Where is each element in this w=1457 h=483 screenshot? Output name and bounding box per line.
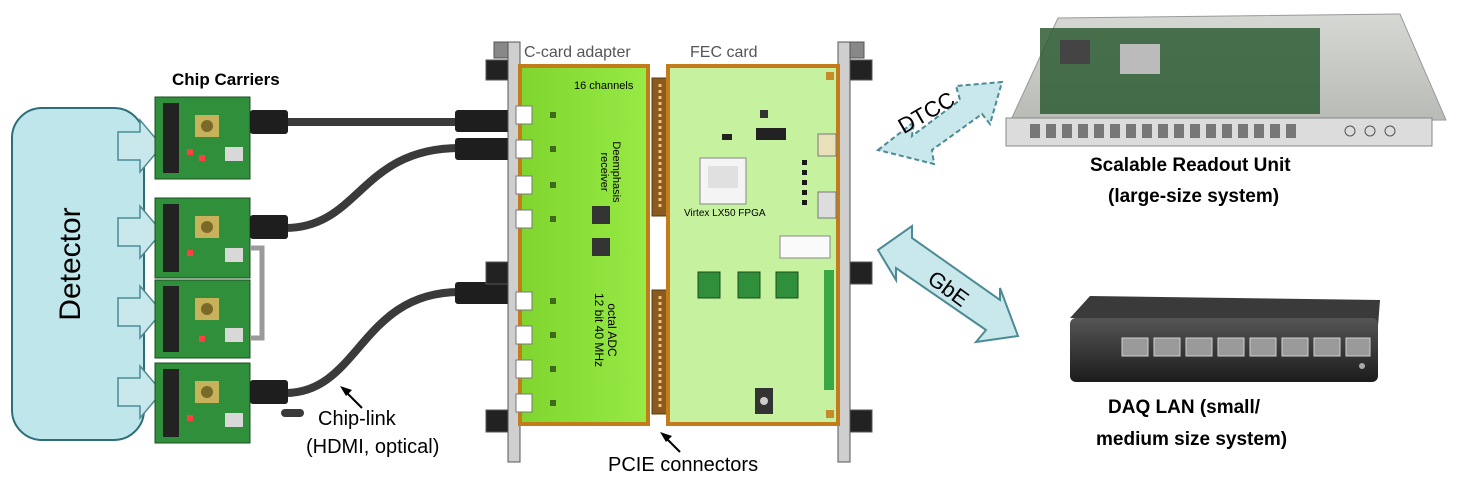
detector-block: [11, 107, 145, 441]
adc-label: octal ADC 12 bit 40 MHz: [592, 280, 619, 380]
fpga-label: Virtex LX50 FPGA: [684, 208, 766, 219]
fec-card-title: FEC card: [690, 44, 758, 61]
chip-link-label-line2: (HDMI, optical): [306, 436, 440, 458]
deemphasis-line2: receiver: [598, 152, 610, 192]
c-card-title: C-card adapter: [524, 44, 631, 61]
carrier-loop-cable: [250, 245, 265, 341]
daq-label-line1: DAQ LAN (small/: [1108, 397, 1261, 418]
detector-arrows: [117, 117, 163, 421]
daq-label-line2: medium size system): [1096, 429, 1288, 450]
adc-line1: octal ADC: [605, 303, 619, 357]
chip-carriers-label: Chip Carriers: [172, 70, 280, 89]
hdmi-cables: [281, 118, 464, 417]
sru-label-line2: (large-size system): [1108, 186, 1280, 207]
chip-carrier: [154, 197, 251, 279]
chip-carrier: [154, 96, 251, 180]
c-card-adapter: [515, 64, 650, 426]
cable-plugs: [250, 110, 515, 404]
c-card-channels: 16 channels: [574, 80, 634, 92]
dtcc-arrow: [875, 80, 1004, 166]
fec-card: [666, 64, 840, 426]
sru-label-line1: Scalable Readout Unit: [1090, 155, 1291, 176]
pcie-arrow: [660, 432, 681, 453]
chip-carriers: [154, 96, 265, 444]
deemphasis-line1: Deemphasis: [610, 141, 622, 203]
detector-label: Detector: [54, 207, 87, 321]
deemphasis-label: Deemphasis receiver: [598, 132, 622, 212]
pcie-label: PCIE connectors: [608, 454, 759, 476]
daq-switch: [1070, 296, 1380, 382]
sru-device: [1005, 13, 1447, 147]
chip-link-arrow: [340, 386, 363, 409]
chip-carrier: [154, 279, 251, 359]
adc-line2: 12 bit 40 MHz: [592, 292, 606, 368]
chip-carrier: [154, 362, 251, 444]
chip-link-label-line1: Chip-link: [318, 408, 396, 430]
pcie-connectors: [651, 77, 669, 415]
gbe-arrow: [876, 224, 1020, 344]
